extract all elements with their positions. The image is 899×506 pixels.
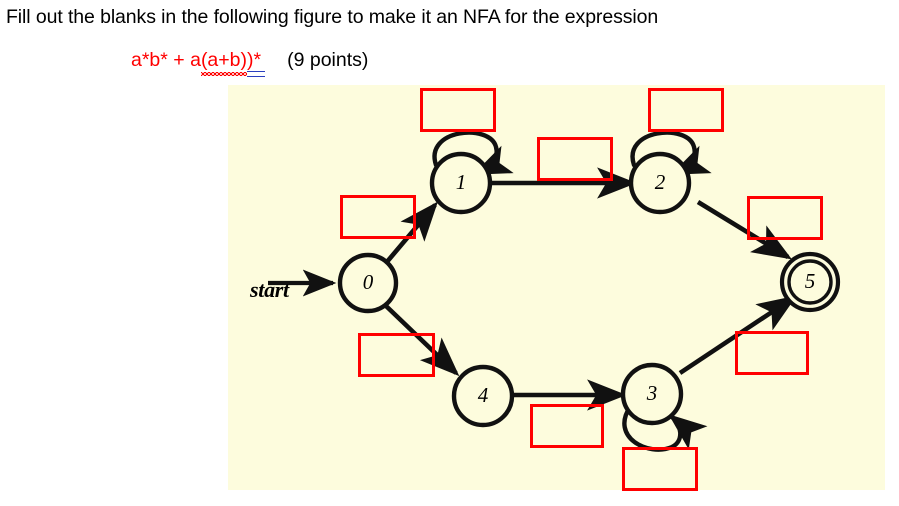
regex-segment-misspelled: (a+b) <box>200 49 248 76</box>
self-loop-state-1 <box>432 130 514 176</box>
state-node-2[interactable]: 2 <box>628 151 692 215</box>
blank-3-to-5[interactable] <box>735 331 809 375</box>
state-label-0: 0 <box>363 270 374 294</box>
question-prompt: Fill out the blanks in the following fig… <box>6 6 659 28</box>
edge-0-to-1 <box>384 201 438 265</box>
state-node-0[interactable]: 0 <box>337 252 399 314</box>
edge-2-to-5 <box>696 200 792 260</box>
blank-0-to-1[interactable] <box>340 195 416 239</box>
question-subline: a*b* + a(a+b))* (9 points) <box>131 49 369 77</box>
state-node-3[interactable]: 3 <box>620 362 684 426</box>
blank-1-to-2[interactable] <box>537 137 613 181</box>
blank-loop-3[interactable] <box>622 447 698 491</box>
start-label: start <box>250 277 289 302</box>
edge-0-to-4 <box>383 303 460 377</box>
state-label-3: 3 <box>646 381 658 405</box>
regex-segment-1: a*b* + a <box>131 49 201 71</box>
state-node-1[interactable]: 1 <box>429 151 493 215</box>
regex-expression: a*b* + a(a+b))* <box>131 49 266 77</box>
points-label: (9 points) <box>287 49 369 71</box>
blank-2-to-5[interactable] <box>747 196 823 240</box>
nfa-figure: 0 1 2 4 3 <box>228 85 885 491</box>
nfa-graph: 0 1 2 4 3 <box>268 130 841 452</box>
blank-4-to-3[interactable] <box>530 404 604 448</box>
state-node-4[interactable]: 4 <box>451 364 515 428</box>
blank-0-to-4[interactable] <box>358 333 435 377</box>
state-label-1: 1 <box>456 170 467 194</box>
blank-loop-2[interactable] <box>648 88 724 132</box>
blank-loop-1[interactable] <box>420 88 496 132</box>
regex-segment-underlined: )* <box>247 49 266 77</box>
state-label-5: 5 <box>805 269 816 293</box>
state-label-4: 4 <box>478 383 489 407</box>
state-label-2: 2 <box>655 170 666 194</box>
state-node-5[interactable]: 5 <box>779 251 841 313</box>
